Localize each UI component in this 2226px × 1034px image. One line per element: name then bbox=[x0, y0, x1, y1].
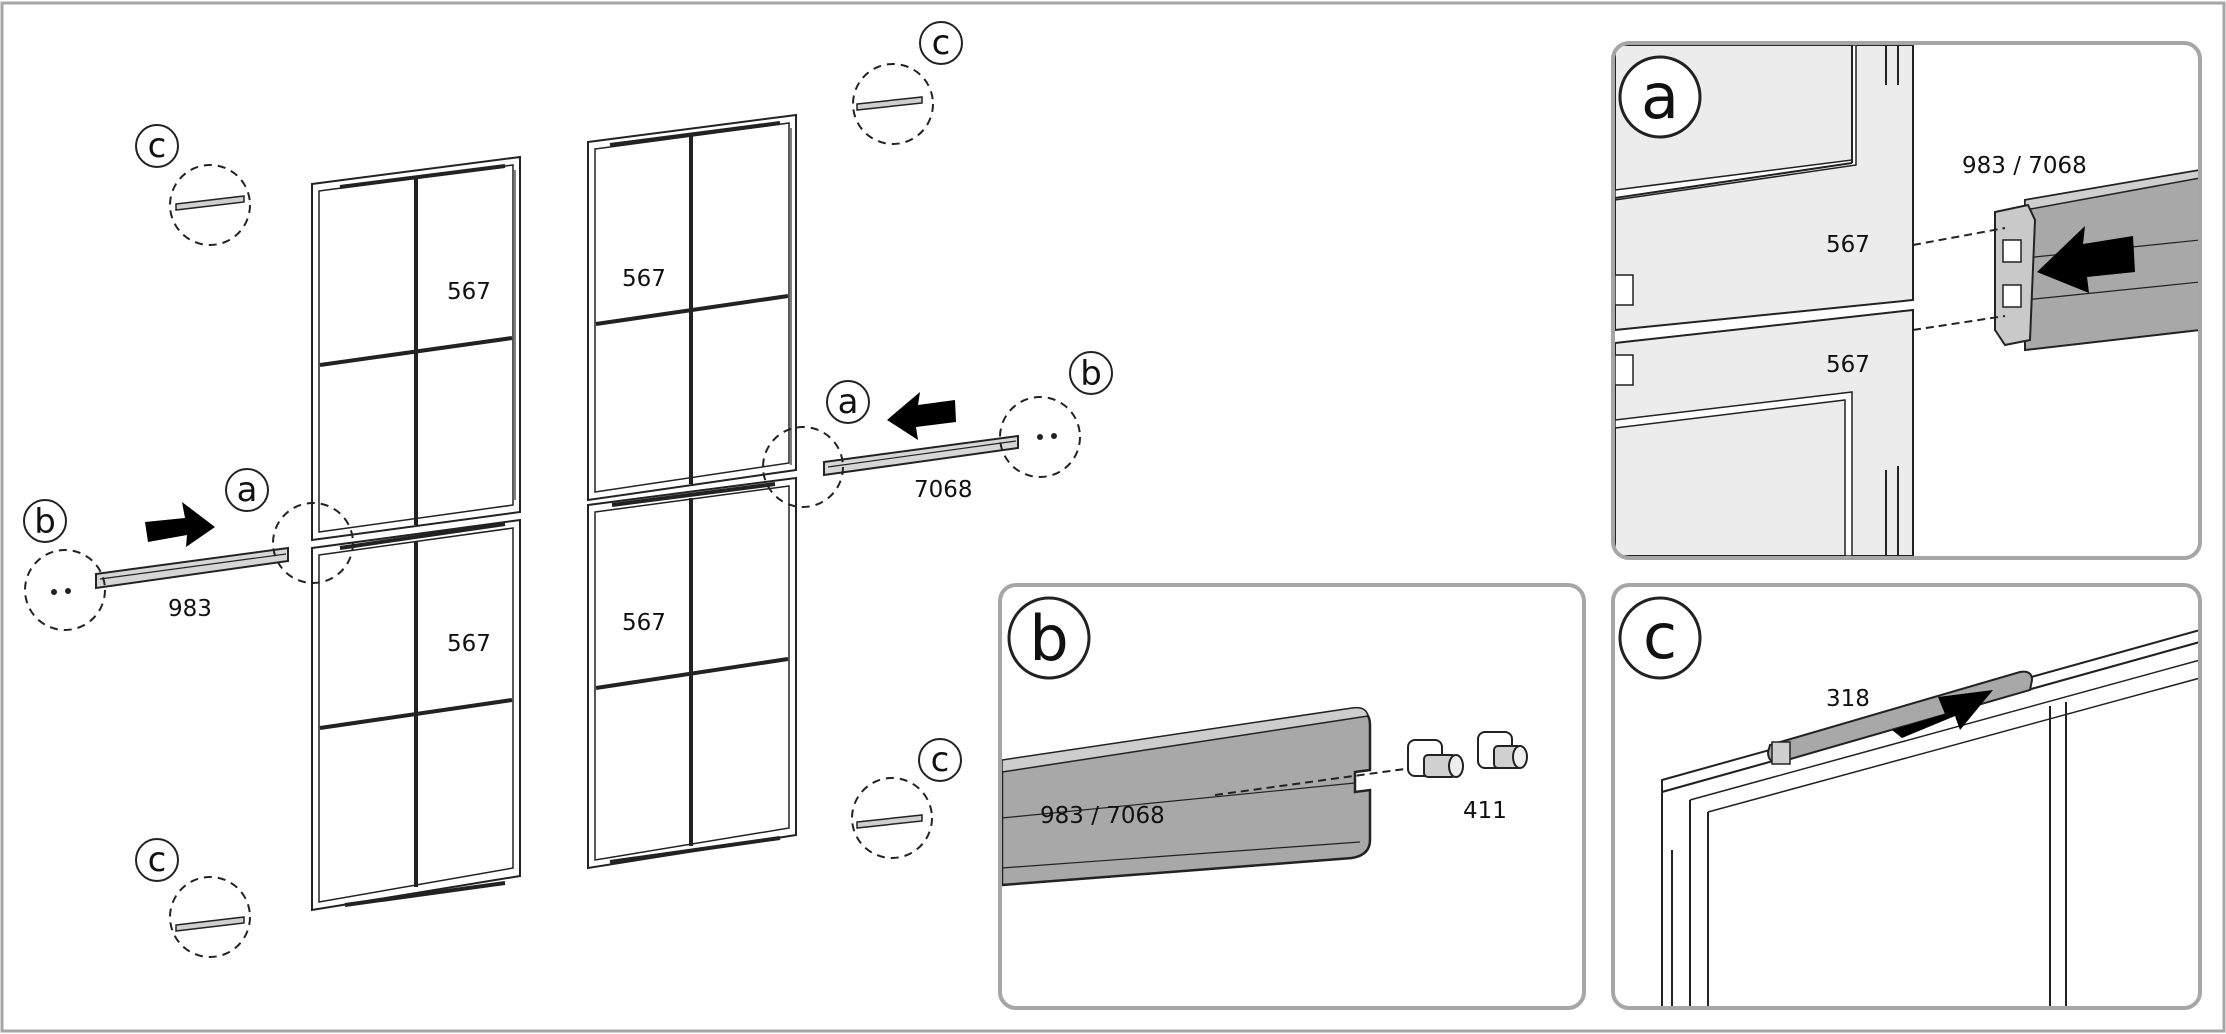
detail-b-letter: b bbox=[1029, 602, 1068, 675]
top-left-cap-circle bbox=[169, 164, 251, 246]
detail-c-arrow-icon bbox=[1892, 690, 1993, 738]
left-arrow-icon bbox=[145, 502, 215, 547]
callout-c-top-left bbox=[135, 124, 179, 168]
right-arrow-icon bbox=[887, 392, 956, 440]
bottom-left-cap-circle bbox=[169, 876, 251, 958]
bottom-right-cap-circle bbox=[851, 777, 933, 859]
callout-b-left bbox=[23, 499, 67, 543]
right-end-detail-circle bbox=[999, 396, 1081, 478]
callout-a-right bbox=[826, 380, 870, 424]
detail-b-box: b 983 / 7068 411 bbox=[998, 583, 1586, 1010]
svg-text:c: c bbox=[148, 840, 167, 880]
detail-a-arrow-icon bbox=[2037, 226, 2135, 293]
panel-label-left-upper: 567 bbox=[447, 279, 491, 305]
detail-a-letter: a bbox=[1641, 60, 1679, 133]
right-lower-panel bbox=[587, 476, 797, 870]
connector-piece-2 bbox=[1477, 731, 1528, 769]
panel-label-left-lower: 567 bbox=[447, 631, 491, 657]
callout-c-top-right bbox=[919, 21, 963, 65]
svg-text:c: c bbox=[932, 23, 951, 63]
detail-c-part-label: 318 bbox=[1826, 686, 1870, 712]
svg-text:a: a bbox=[237, 470, 258, 510]
detail-c-letter: c bbox=[1643, 600, 1677, 673]
detail-a-letter-circle bbox=[1618, 55, 1702, 139]
svg-text:a: a bbox=[838, 382, 859, 422]
detail-a-bar-label: 983 / 7068 bbox=[1962, 153, 2087, 179]
left-end-detail-circle bbox=[24, 549, 106, 631]
svg-text:c: c bbox=[148, 126, 167, 166]
panel-label-right-lower: 567 bbox=[622, 610, 666, 636]
callout-b-right bbox=[1069, 351, 1113, 395]
right-bar-label: 7068 bbox=[914, 477, 973, 503]
top-right-cap-circle bbox=[852, 63, 934, 145]
callout-c-bottom-right bbox=[918, 738, 962, 782]
callout-a-left bbox=[225, 468, 269, 512]
connector-piece-1 bbox=[1407, 739, 1464, 778]
left-joint-detail-circle bbox=[272, 502, 354, 584]
svg-text:b: b bbox=[1080, 354, 1102, 394]
overview-scene: 567 567 567 567 983 7068 bbox=[23, 21, 1113, 958]
detail-b-bar-label: 983 / 7068 bbox=[1040, 803, 1165, 829]
left-connector-bar bbox=[95, 546, 289, 590]
svg-text:b: b bbox=[34, 502, 56, 542]
panel-label-right-upper: 567 bbox=[622, 266, 666, 292]
detail-c-box: c 318 bbox=[1611, 583, 2202, 1010]
detail-c-letter-circle bbox=[1618, 596, 1702, 680]
callout-c-bottom-left bbox=[135, 838, 179, 882]
detail-a-box: a 983 / 7068 567 567 bbox=[1611, 41, 2202, 560]
left-lower-panel bbox=[311, 518, 521, 912]
detail-a-upper-panel-label: 567 bbox=[1826, 232, 1870, 258]
right-upper-panel bbox=[587, 113, 797, 502]
detail-b-letter-circle bbox=[1007, 596, 1091, 680]
detail-b-part-label: 411 bbox=[1463, 798, 1507, 824]
right-connector-bar bbox=[823, 434, 1019, 477]
svg-text:c: c bbox=[931, 740, 950, 780]
detail-a-lower-panel-label: 567 bbox=[1826, 352, 1870, 378]
left-bar-label: 983 bbox=[168, 596, 212, 622]
left-upper-panel bbox=[311, 155, 521, 542]
right-joint-detail-circle bbox=[762, 426, 844, 508]
